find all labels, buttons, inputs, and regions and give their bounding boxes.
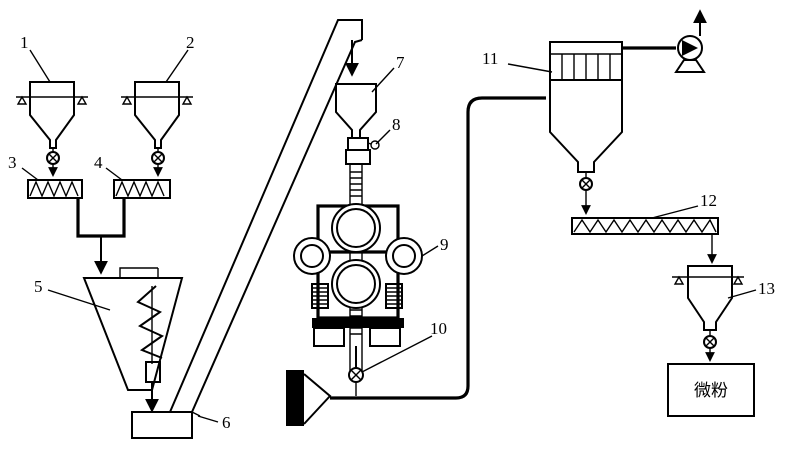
product-label: 微粉 [694, 381, 728, 401]
rotary-valve-1 [46, 151, 60, 177]
rotary-valve-collector [579, 177, 593, 215]
feed-hopper-1 [16, 81, 88, 153]
mill-feed-hopper-7 [335, 83, 377, 139]
callout-7: 7 [396, 53, 405, 72]
callout-5: 5 [34, 277, 43, 296]
leader-lines [21, 49, 757, 423]
callout-6: 6 [222, 413, 231, 432]
callout-8: 8 [392, 115, 401, 134]
product-bin-13 [672, 265, 744, 336]
callout-10: 10 [430, 319, 447, 338]
callout-2: 2 [186, 33, 195, 52]
exhaust-fan [674, 9, 707, 73]
feeder-merge-pipe [76, 198, 126, 275]
discharge-valve-10 [348, 367, 364, 396]
callout-3: 3 [8, 153, 17, 172]
callout-4: 4 [94, 153, 103, 172]
callout-1: 1 [20, 33, 29, 52]
callout-labels: 1 2 3 4 5 6 7 8 9 10 11 12 13 [8, 33, 775, 432]
screw-mixer-5 [82, 267, 184, 413]
feed-hopper-2 [121, 81, 193, 153]
callout-12: 12 [700, 191, 717, 210]
callout-11: 11 [482, 49, 498, 68]
screw-feeder-3 [27, 179, 83, 199]
bucket-elevator-6 [131, 19, 363, 439]
dust-collector-11 [549, 41, 676, 178]
air-intake-filter [286, 370, 332, 426]
fine-powder-bin [667, 363, 755, 417]
rotary-valve-2 [151, 151, 165, 177]
callout-13: 13 [758, 279, 775, 298]
screw-conveyor-12 [571, 217, 719, 264]
vibrating-feeder-8 [345, 137, 380, 165]
roller-mill-9 [293, 163, 423, 375]
screw-feeder-4 [113, 179, 171, 199]
callout-9: 9 [440, 235, 449, 254]
pneumatic-conveying-pipe [330, 96, 546, 400]
rotary-valve-bin [703, 335, 717, 362]
